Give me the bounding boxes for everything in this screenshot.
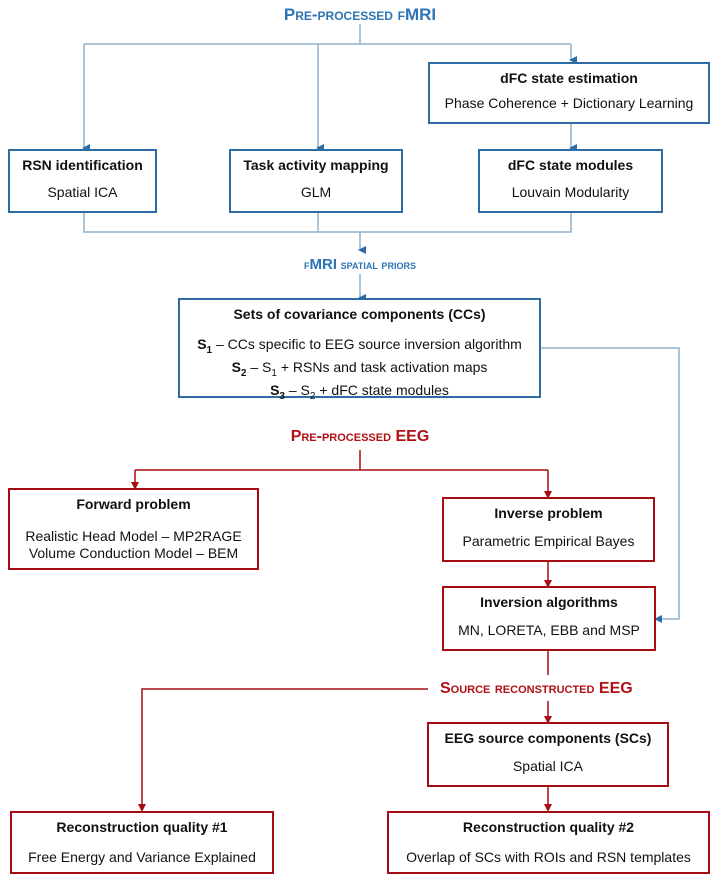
box-reconstruction-quality-1: Reconstruction quality #1 Free Energy an… <box>10 811 274 874</box>
set-label: S <box>270 381 280 398</box>
heading-emph: EEG <box>395 428 430 445</box>
heading-prefix: f <box>304 257 310 272</box>
box-rsn-identification: RSN identification Spatial ICA <box>8 149 157 213</box>
box-inverse-problem: Inverse problem Parametric Empirical Bay… <box>442 497 655 562</box>
set-index: 1 <box>206 344 213 356</box>
set-index: 2 <box>240 367 247 379</box>
heading-preprocessed-eeg: Pre-processed EEG <box>0 428 720 446</box>
box-title: Task activity mapping <box>243 157 389 173</box>
box-dfc-state-modules: dFC state modules Louvain Modularity <box>478 149 663 213</box>
heading-source-reconstructed-eeg: Source reconstructed EEG <box>440 680 660 698</box>
heading-preprocessed-fmri: Pre-processed fMRI <box>0 5 720 25</box>
set-description: – CCs specific to EEG source inversion a… <box>212 336 522 352</box>
set-label: S <box>231 358 241 375</box>
box-body: Phase Coherence + Dictionary Learning <box>444 95 694 111</box>
box-title: RSN identification <box>22 157 143 173</box>
heading-prefix: Pre-processed <box>290 428 396 445</box>
box-title: Inversion algorithms <box>480 594 618 610</box>
set-description-rest: + dFC state modules <box>315 381 449 398</box>
heading-emph: MRI <box>404 5 437 24</box>
heading-prefix: Pre-processed f <box>283 5 405 24</box>
ccs-line-1: S1 – CCs specific to EEG source inversio… <box>180 336 539 359</box>
set-description: – S <box>284 381 310 398</box>
set-description: – S <box>246 358 272 375</box>
connector-ccs-to-inversion <box>541 347 680 623</box>
box-dfc-state-estimation: dFC state estimation Phase Coherence + D… <box>428 62 710 124</box>
box-body: Overlap of SCs with ROIs and RSN templat… <box>406 849 691 865</box>
box-title: EEG source components (SCs) <box>444 730 652 746</box>
box-inversion-algorithms: Inversion algorithms MN, LORETA, EBB and… <box>442 586 656 651</box>
box-body-line-2: Volume Conduction Model – BEM <box>28 545 239 561</box>
box-title: Reconstruction quality #1 <box>56 819 228 835</box>
box-forward-problem: Forward problem Realistic Head Model – M… <box>8 488 259 570</box>
heading-fmri-spatial-priors: fMRI spatial priors <box>0 256 720 273</box>
heading-emph: MRI <box>309 256 338 273</box>
box-task-activity-mapping: Task activity mapping GLM <box>229 149 403 213</box>
box-body-line-1: Realistic Head Model – MP2RAGE <box>25 528 242 544</box>
box-covariance-components: Sets of covariance components (CCs) S1 –… <box>178 298 541 401</box>
set-description-rest: + RSNs and task activation maps <box>276 358 488 375</box>
box-title: Sets of covariance components (CCs) <box>233 306 486 322</box>
box-title: dFC state estimation <box>500 70 638 86</box>
set-ref-index: 2 <box>309 390 316 402</box>
ccs-line-3: S3 – S2 + dFC state modules <box>180 382 539 405</box>
ccs-line-2: S2 – S1 + RSNs and task activation maps <box>180 359 539 382</box>
heading-suffix: spatial priors <box>337 257 416 272</box>
box-body: Louvain Modularity <box>511 184 630 200</box>
heading-emph: EEG <box>598 680 633 697</box>
box-reconstruction-quality-2: Reconstruction quality #2 Overlap of SCs… <box>387 811 710 874</box>
box-title: dFC state modules <box>507 157 634 173</box>
set-index: 3 <box>279 390 285 402</box>
connector-fmri-top <box>84 24 571 45</box>
box-body: Free Energy and Variance Explained <box>28 849 256 865</box>
box-title: Inverse problem <box>494 505 603 521</box>
box-title: Forward problem <box>76 496 191 512</box>
connector-eeg-top <box>135 450 548 471</box>
box-eeg-source-components: EEG source components (SCs) Spatial ICA <box>427 722 669 787</box>
box-body: Spatial ICA <box>512 758 584 774</box>
connector-source-left <box>138 688 428 812</box>
connector-merge <box>83 212 572 233</box>
box-body: MN, LORETA, EBB and MSP <box>458 622 640 638</box>
set-label: S <box>197 336 207 352</box>
box-body: Parametric Empirical Bayes <box>462 533 635 549</box>
box-title: Reconstruction quality #2 <box>462 819 635 835</box>
box-body: GLM <box>300 184 332 200</box>
box-body: Spatial ICA <box>47 184 118 200</box>
set-ref-index: 1 <box>271 367 277 379</box>
heading-prefix: Source reconstructed <box>440 680 599 697</box>
